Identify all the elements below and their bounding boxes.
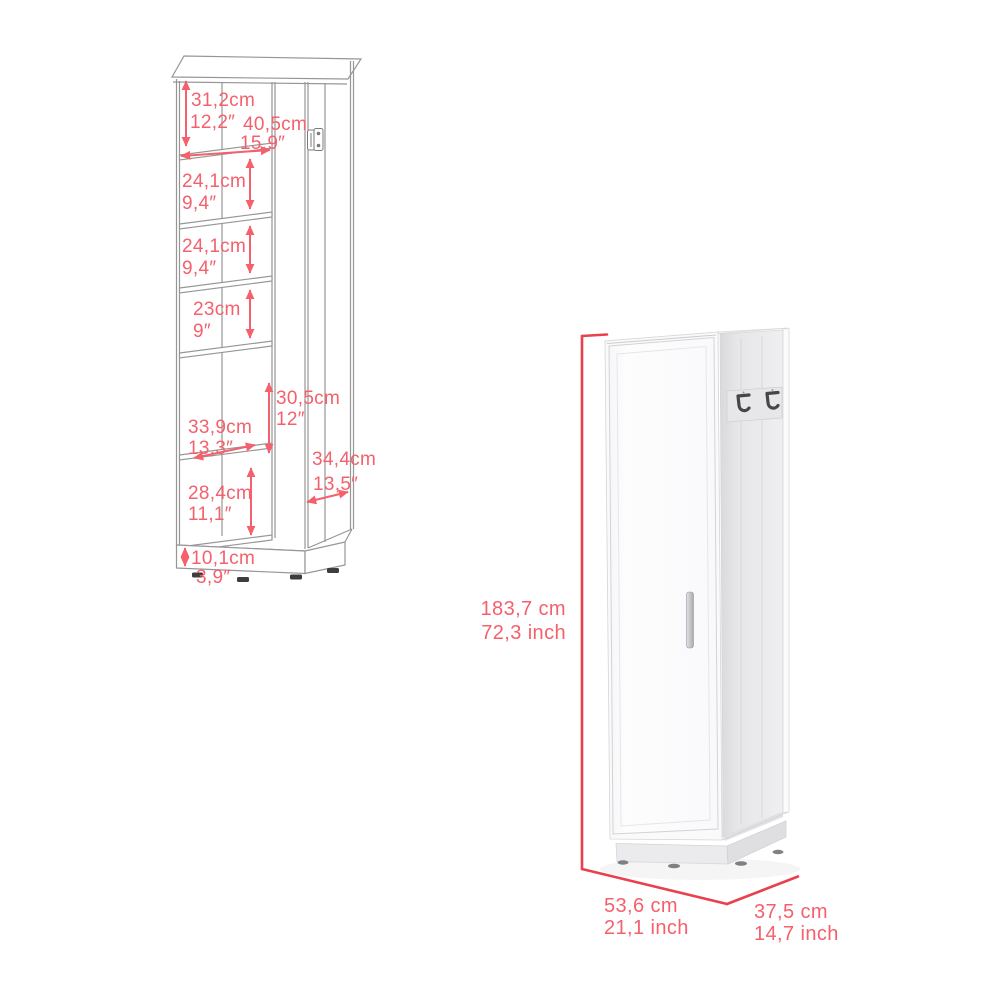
height-dimension-tick [580,333,609,338]
shelf [178,211,273,230]
dimension-label-shelf-depth-cm: 33,9cm [188,417,252,438]
dimension-arrows [180,80,349,567]
plinth [175,528,353,582]
door-inner-panel-line [616,345,711,827]
dimension-label-height-cm: 183,7 cm [481,598,566,620]
door-top-gap [606,334,717,344]
dimension-label-base-height-inch: 3,9″ [196,567,230,588]
hook-screw [771,389,774,391]
inner-width-arrow [180,146,271,160]
render-feet [617,849,784,869]
hook-screw [742,391,745,394]
dimension-label-gap1-cm: 24,1cm [182,171,246,192]
cabinet-3d-render: 183,7 cm 72,3 inch 53,6 cm 21,1 inch 37,… [481,327,839,945]
dimension-label-top-section-inch: 12,2″ [190,112,235,133]
dimension-label-tall-section-inch: 12″ [276,409,305,430]
shelf-depth-arrow [193,442,256,461]
dimension-label-base-height-cm: 10,1cm [191,548,255,569]
dimension-label-bottom-section-inch: 11,1″ [188,504,232,525]
dimension-label-inner-width-inch: 15,9″ [240,133,285,154]
dimension-label-top-section-cm: 31,2cm [191,90,255,111]
dimension-label-width-inch: 21,1 inch [604,917,689,939]
cabinet-feet [192,568,339,582]
dimension-labels: 31,2cm 12,2″ 40,5cm 15,9″ 24,1cm 9,4″ 24… [182,90,376,588]
dimension-label-width-cm: 53,6 cm [604,895,678,917]
depth-dimension-line [725,875,800,906]
bottom-right-edge [721,811,789,841]
side-panel-edge [782,328,790,813]
dimension-label-depth-inch: 14,7 inch [754,923,839,945]
dimension-label-gap2-cm: 24,1cm [182,236,246,257]
shelf [178,275,273,294]
hinge-icon [307,128,324,151]
render-plinth-front [615,843,729,865]
width-dimension-line [580,867,729,906]
cabinet-shadow [600,858,800,880]
cabinet-line-drawing: 31,2cm 12,2″ 40,5cm 15,9″ 24,1cm 9,4″ 24… [170,55,376,588]
door-handle [686,591,694,649]
coat-hook-icon [736,393,751,413]
dimension-label-gap2-inch: 9,4″ [182,258,216,279]
dimension-label-gap3-inch: 9″ [193,321,211,342]
overall-dimension-lines [580,333,800,906]
dimension-label-depth-cm: 37,5 cm [754,901,828,923]
coat-hook-icon [765,390,780,410]
dimension-label-side-depth-inch: 13,5″ [313,474,358,495]
render-plinth-side [726,820,787,865]
dimension-label-side-depth-cm: 34,4cm [312,449,376,470]
dimension-label-height-inch: 72,3 inch [481,622,566,644]
door [608,336,719,835]
overall-dimension-labels: 183,7 cm 72,3 inch 53,6 cm 21,1 inch 37,… [481,598,839,945]
plinth-side [304,541,346,575]
dimension-label-gap1-inch: 9,4″ [182,193,216,214]
side-depth-arrow [306,489,349,505]
dimension-label-shelf-depth-inch: 13,3″ [188,438,233,459]
dimension-label-tall-section-cm: 30,5cm [276,388,340,409]
cabinet-top-face [170,55,363,80]
dimension-label-inner-width-cm: 40,5cm [243,114,307,135]
dimension-label-gap3-cm: 23cm [193,299,241,320]
dimension-label-bottom-section-cm: 28,4cm [188,483,252,504]
top-panel-thickness-line [172,81,348,85]
shelf [178,340,273,359]
